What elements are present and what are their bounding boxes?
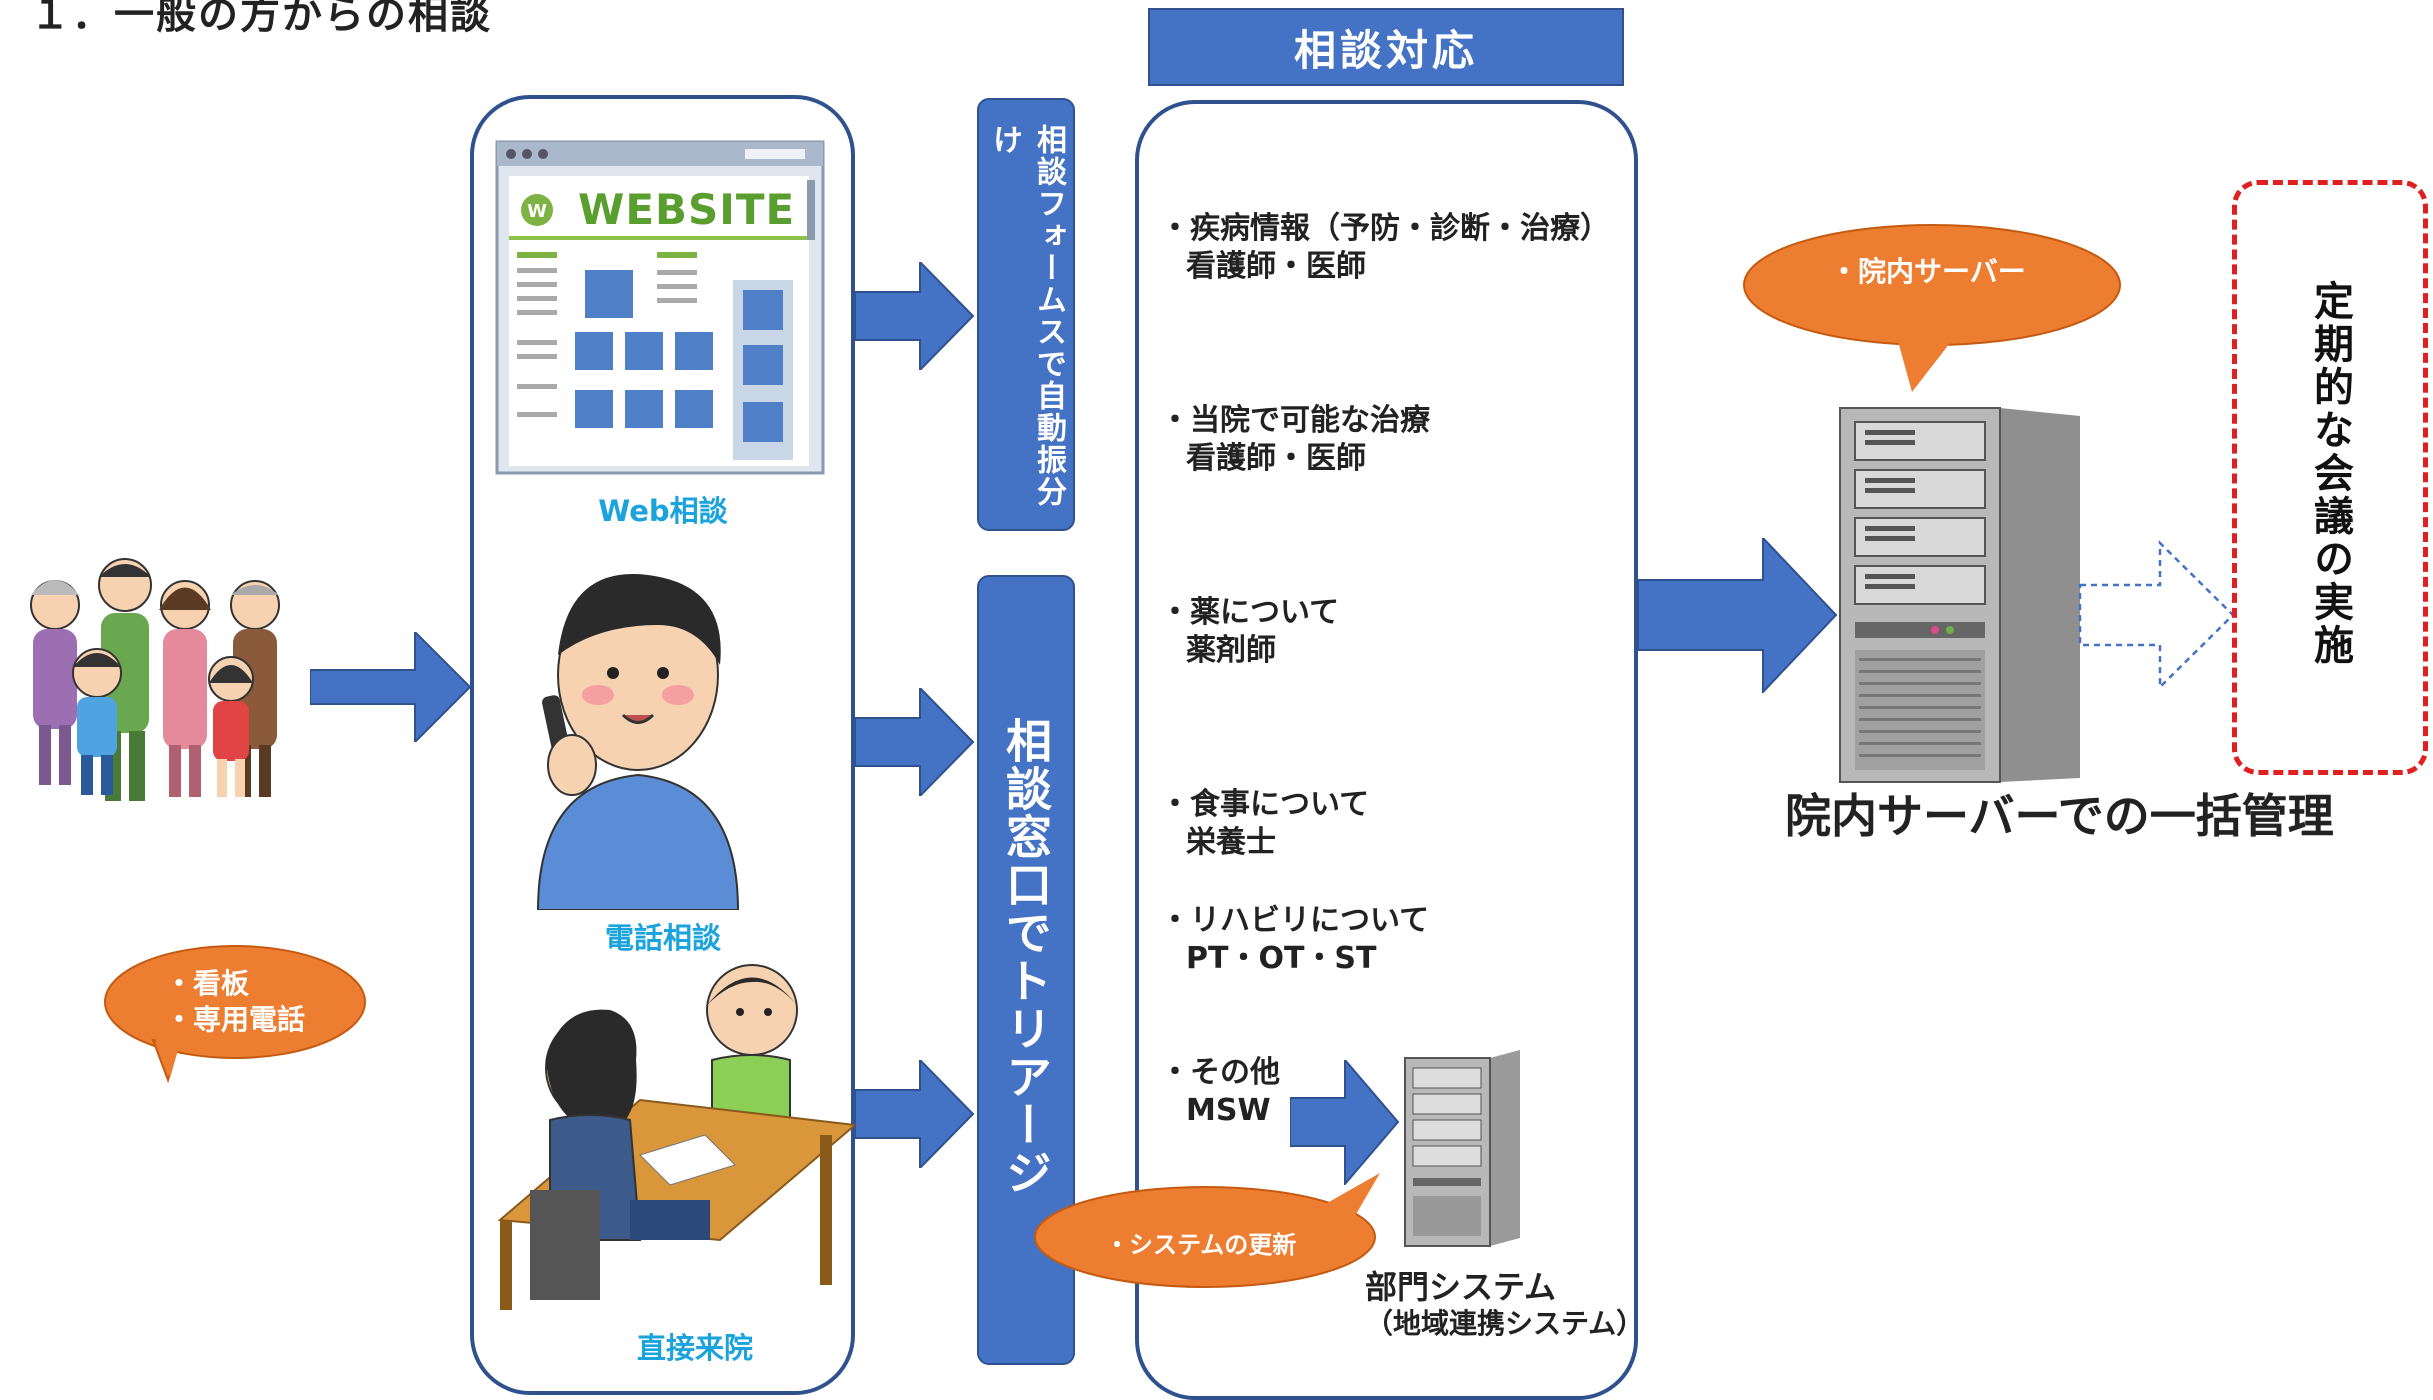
website-logo-text: WEBSITE (578, 185, 796, 234)
page-title: １．一般の方からの相談 (30, 0, 492, 38)
main-server-icon (1839, 407, 2080, 783)
arrow-phone-to-triage (855, 688, 975, 796)
consult-item-main: ・薬について (1160, 595, 1340, 630)
consult-item-disease: ・疾病情報（予防・診断・治療） 看護師・医師 (1160, 210, 1610, 286)
server-bubble-shape (1743, 224, 2121, 392)
consult-item-sub: MSW (1186, 1093, 1271, 1128)
server-bubble-text: ・院内サーバー (1830, 255, 2026, 288)
server-caption: 院内サーバーでの一括管理 (1785, 789, 2334, 843)
triage-text: 相談窓口でトリアージ (999, 717, 1053, 1197)
svg-text:W: W (527, 201, 547, 222)
consult-item-main: ・食事について (1160, 787, 1370, 822)
dept-system-sub: （地域連携システム） (1365, 1307, 1645, 1340)
web-consult-label: Web相談 (598, 494, 728, 528)
meeting-box: 定期的な会議の実施 (2232, 180, 2428, 775)
consult-item-other: ・その他 MSW (1160, 1054, 1280, 1130)
consult-item-treatment: ・当院で可能な治療 看護師・医師 (1160, 402, 1430, 478)
consult-item-sub: 看護師・医師 (1186, 249, 1366, 284)
form-routing-text: 相談フォームスで自動振分け (987, 124, 1066, 508)
consult-item-main: ・リハビリについて (1160, 903, 1430, 938)
consult-header: 相談対応 (1148, 8, 1624, 86)
consult-panel (1135, 100, 1638, 1400)
consult-item-main: ・疾病情報（予防・診断・治療） (1160, 211, 1610, 246)
arrow-family-to-channels (310, 632, 472, 742)
dept-server-icon (1404, 1050, 1520, 1247)
arrow-server-to-meeting (2078, 540, 2235, 690)
phone-person-illustration (536, 574, 740, 910)
consult-item-sub: 栄養士 (1186, 825, 1276, 860)
system-update-bubble-text: ・システムの更新 (1105, 1231, 1297, 1259)
family-illustration (30, 558, 280, 801)
sign-bubble-line2: ・専用電話 (165, 1003, 306, 1036)
visit-illustration (497, 964, 855, 1310)
arrow-visit-to-triage (855, 1060, 975, 1168)
system-update-bubble-shape (1034, 1173, 1380, 1288)
dept-system-label: 部門システム (1365, 1268, 1557, 1306)
sign-bubble-line1: ・看板 (165, 967, 250, 1000)
phone-consult-label: 電話相談 (604, 921, 721, 955)
consult-item-sub: 薬剤師 (1186, 633, 1276, 668)
visit-consult-label: 直接来院 (636, 1331, 753, 1365)
sign-bubble-text: ・看板 ・専用電話 (165, 966, 305, 1038)
meeting-text: 定期的な会議の実施 (2307, 280, 2353, 667)
arrow-other-to-dept-system (1290, 1060, 1400, 1185)
consult-item-sub: 看護師・医師 (1186, 441, 1366, 476)
arrow-consult-to-server (1638, 538, 1838, 693)
form-routing-bar: 相談フォームスで自動振分け (977, 98, 1075, 531)
triage-bar: 相談窓口でトリアージ (977, 575, 1075, 1365)
consult-item-sub: PT・OT・ST (1186, 941, 1377, 976)
consult-item-medicine: ・薬について 薬剤師 (1160, 594, 1339, 670)
sign-bubble-shape (104, 945, 366, 1084)
consult-item-diet: ・食事について 栄養士 (1160, 786, 1369, 862)
consult-item-main: ・その他 (1160, 1055, 1280, 1090)
consult-item-main: ・当院で可能な治療 (1160, 403, 1430, 438)
consult-item-rehab: ・リハビリについて PT・OT・ST (1160, 902, 1429, 978)
website-illustration: W (495, 140, 825, 475)
arrow-web-to-form (855, 262, 975, 370)
